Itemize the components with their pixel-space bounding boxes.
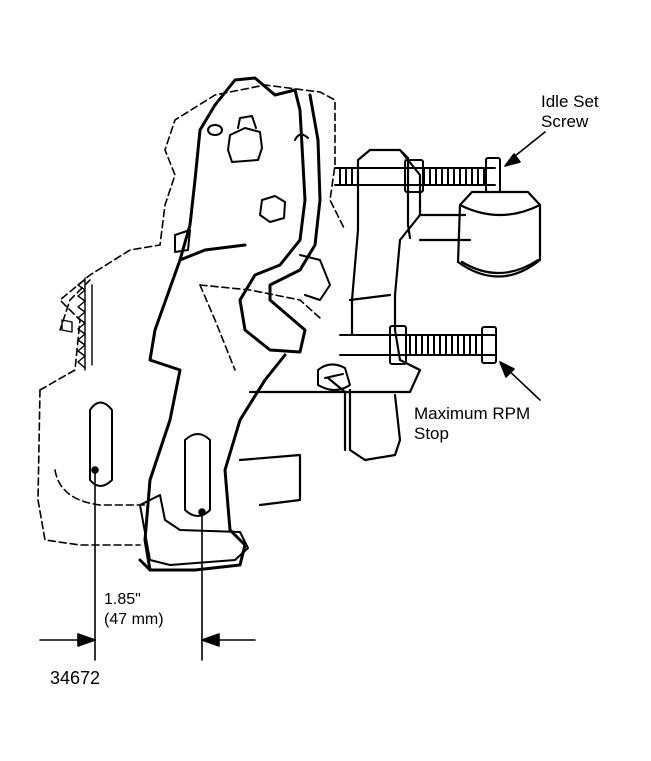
dimension-lines [39,466,256,661]
idle-set-screw [334,157,501,193]
maximum-rpm-stop-screw [339,325,497,365]
throttle-lever [138,76,322,572]
idle-set-screw-label: Idle Set Screw [541,92,599,131]
gear-icon [61,277,93,371]
lever-bolts [174,115,351,391]
figure-number: 34672 [50,668,101,688]
callout-arrows [499,131,546,401]
dimension-label: 1.85" (47 mm) [104,591,164,628]
maximum-rpm-stop-label: Maximum RPM Stop [414,404,531,443]
mounting-bracket [238,148,472,507]
cylinder-cap [456,190,542,278]
